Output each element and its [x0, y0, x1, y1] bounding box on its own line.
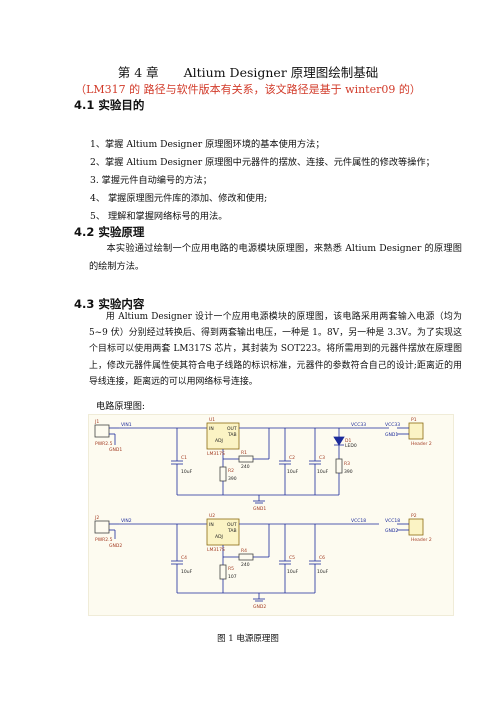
val-c4: 10uF: [181, 569, 193, 575]
val-r1: 240: [241, 464, 250, 470]
val-r5: 107: [228, 574, 237, 580]
part-p1: Header 2: [411, 441, 432, 447]
ref-c2: C2: [289, 455, 295, 461]
net-gnd1: GND1: [109, 447, 122, 453]
schematic-figure: J1 PWR2.5 VIN1 GND1 U1 IN OUT TAB ADJ LM…: [88, 414, 454, 616]
ref-r3: R3: [344, 461, 350, 467]
ref-u2: U2: [209, 513, 215, 519]
path-note: （LM317 的 路径与软件版本有关系，该文路径是基于 winter09 的）: [75, 83, 421, 96]
part-j1: PWR2.5: [95, 441, 113, 447]
net-vin2: VIN2: [121, 518, 132, 524]
val-c5: 10uF: [287, 569, 299, 575]
net-hdr-vcc18: VCC18: [385, 518, 400, 524]
val-r2: 390: [228, 476, 237, 482]
net-vcc18: VCC18: [351, 518, 366, 524]
content-paragraph: 用 Altium Designer 设计一个应用电源模块的原理图，该电路采用两套…: [89, 312, 462, 387]
pin-in-u2: IN: [209, 522, 214, 528]
ref-c6: C6: [319, 555, 325, 561]
ref-c4: C4: [181, 555, 187, 561]
objective-item: 5、 理解和掌握网络标号的用法。: [90, 211, 228, 222]
schematic-label: 电路原理图:: [96, 401, 146, 412]
ref-r2: R2: [228, 468, 234, 474]
pin-out-u2: OUT: [227, 522, 237, 528]
part-d1: LED0: [345, 443, 357, 449]
ref-r1: R1: [241, 450, 247, 456]
val-c6: 10uF: [317, 569, 329, 575]
val-r4: 240: [241, 562, 250, 568]
ref-c3: C3: [319, 455, 325, 461]
objective-item: 4、 掌握原理图元件库的添加、修改和使用;: [90, 193, 268, 204]
ref-p2: P2: [411, 513, 417, 519]
net-gnd2-bottom: GND2: [253, 604, 266, 610]
pin-out-u1: OUT: [227, 426, 237, 432]
part-u2: LM317S: [207, 547, 225, 553]
principle-paragraph: 本实验通过绘制一个应用电路的电源模块原理图，来熟悉 Altium Designe…: [89, 243, 462, 272]
part-p2: Header 2: [411, 537, 432, 543]
chapter-title: 第 4 章 Altium Designer 原理图绘制基础: [117, 65, 379, 80]
objective-item: 1、掌握 Altium Designer 原理图环境的基本使用方法；: [90, 139, 325, 150]
net-vin1: VIN1: [121, 422, 132, 428]
net-gnd1-bottom: GND1: [253, 506, 266, 512]
net-gnd2: GND2: [109, 543, 122, 549]
ref-r5: R5: [228, 566, 234, 572]
val-c2: 10uF: [287, 469, 299, 475]
ref-c5: C5: [289, 555, 295, 561]
val-c1: 10uF: [181, 469, 193, 475]
pin-adj-u1: ADJ: [215, 438, 223, 444]
val-c3: 10uF: [317, 469, 329, 475]
objective-item: 3. 掌握元件自动编号的方法；: [90, 175, 212, 186]
ref-u1: U1: [209, 417, 215, 423]
ref-p1: P1: [411, 417, 417, 423]
schematic-drawing: J1 PWR2.5 VIN1 GND1 U1 IN OUT TAB ADJ LM…: [94, 417, 432, 610]
part-j2: PWR2.5: [95, 537, 113, 543]
net-hdr-gnd1: GND1: [385, 432, 398, 438]
pin-adj-u2: ADJ: [215, 534, 223, 540]
ref-c1: C1: [181, 455, 187, 461]
pin-tab-u2: TAB: [227, 528, 237, 534]
section-heading-content: 4.3 实验内容: [74, 297, 145, 311]
pin-in-u1: IN: [209, 426, 214, 432]
part-u1: LM317S: [207, 451, 225, 457]
val-r3: 390: [344, 469, 353, 475]
objective-item: 2、掌握 Altium Designer 原理图中元器件的摆放、连接、元件属性的…: [90, 157, 435, 168]
ref-j2: J2: [94, 515, 99, 521]
net-hdr-vcc33: VCC33: [385, 422, 400, 428]
net-vcc33: VCC33: [351, 422, 366, 428]
ref-j1: J1: [94, 419, 99, 425]
net-hdr-gnd2: GND2: [385, 528, 398, 534]
section-heading-principle: 4.2 实验原理: [74, 225, 145, 239]
section-heading-objectives: 4.1 实验目的: [74, 98, 145, 112]
ref-d1: D1: [345, 438, 351, 444]
ref-r4: R4: [241, 548, 247, 554]
figure-caption: 图 1 电源原理图: [217, 634, 279, 644]
pin-tab-u1: TAB: [227, 432, 237, 438]
